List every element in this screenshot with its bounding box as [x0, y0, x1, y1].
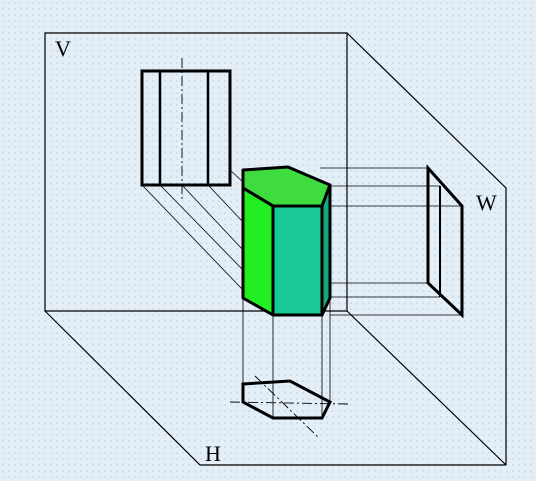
- v-plane-label: V: [55, 36, 71, 61]
- projection-connectors: [141, 167, 462, 418]
- v-view-outline: [140, 69, 232, 187]
- h-view-hexagon: [241, 379, 332, 420]
- projection-planes: [44, 32, 507, 466]
- w-view-outline: [426, 164, 464, 319]
- w-plane-projection: [426, 164, 464, 319]
- h-plane-projection: [229, 375, 349, 438]
- prism-right-face: [320, 183, 332, 317]
- w-plane-label: W: [476, 190, 497, 215]
- h-plane-label: H: [205, 441, 221, 466]
- v-plane-projection: [140, 58, 232, 200]
- prism-front-face: [271, 204, 324, 317]
- h-view-axis-horizontal: [229, 401, 349, 405]
- h-plane-outline: [44, 310, 506, 466]
- h-w-fold-line: [346, 310, 507, 466]
- hexagonal-prism-3d: [241, 165, 332, 317]
- h-view-axis-diagonal: [254, 375, 319, 438]
- w-plane-outline: [346, 32, 507, 465]
- prism-left-face: [241, 186, 275, 317]
